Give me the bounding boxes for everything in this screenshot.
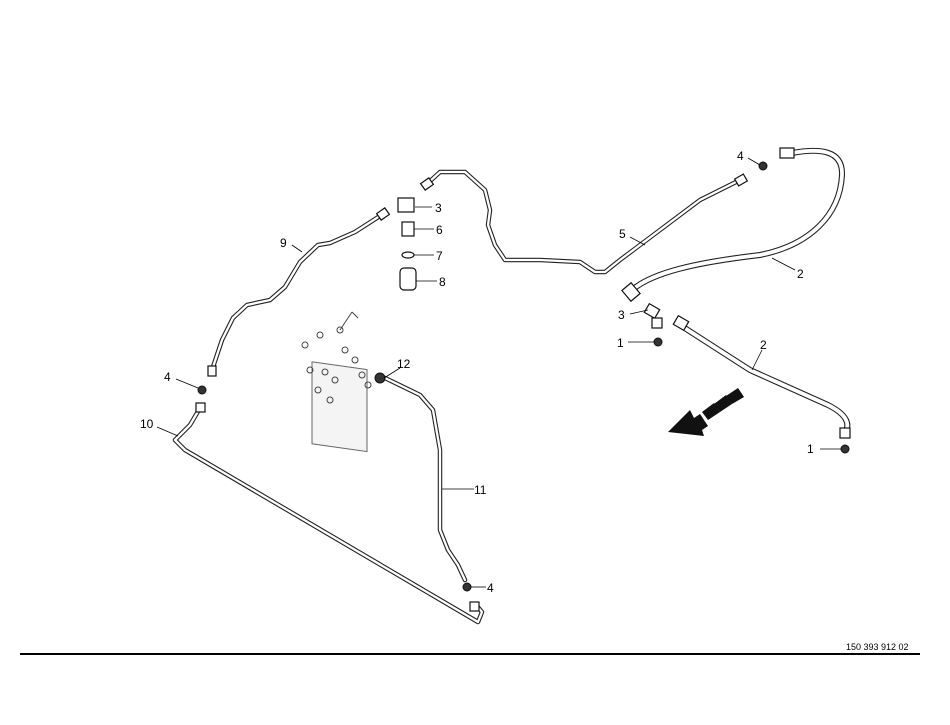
pipe-9 [209,211,386,373]
callout-5: 5 [619,227,626,241]
callout-6: 6 [436,223,443,237]
callout-4: 4 [737,149,744,163]
callout-3: 3 [618,308,625,322]
callout-10: 10 [140,417,154,431]
callout-2: 2 [760,338,767,352]
document-number: 150 393 912 02 [846,642,909,652]
pipe-10 [172,405,485,625]
callout-4: 4 [487,581,494,595]
hose-2-upper [627,147,846,295]
pipe-top [425,169,743,275]
callout-4: 4 [164,370,171,384]
callout-7: 7 [436,249,443,263]
callout-labels: 4 3 6 7 8 9 5 2 3 1 2 12 4 10 1 11 4 [140,149,814,595]
fittings [195,147,851,612]
callout-8: 8 [439,275,446,289]
footer-rule [20,653,920,655]
callout-leaders [156,157,841,588]
callout-9: 9 [280,236,287,250]
callout-1: 1 [807,442,814,456]
callout-2: 2 [797,267,804,281]
pipe-11 [382,375,468,583]
control-valve-block [301,311,372,453]
direction-arrow-icon [668,388,744,436]
callout-3: 3 [435,201,442,215]
callout-12: 12 [397,357,411,371]
callout-11: 11 [474,483,487,497]
callout-1: 1 [617,336,624,350]
